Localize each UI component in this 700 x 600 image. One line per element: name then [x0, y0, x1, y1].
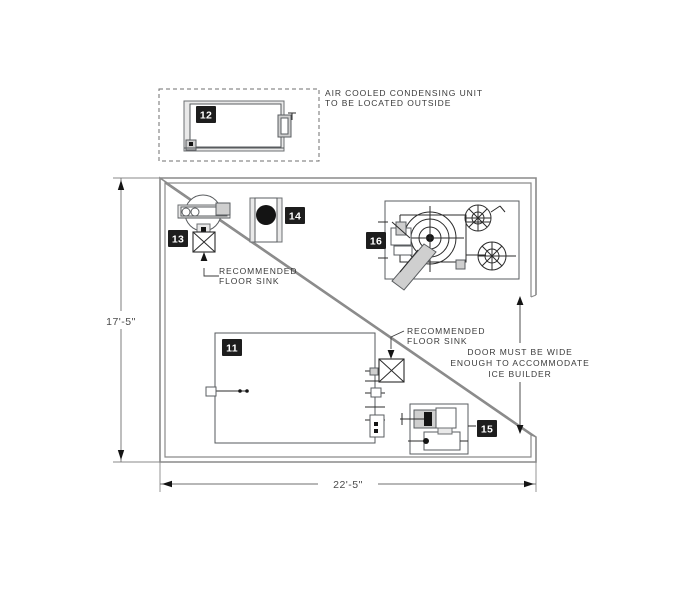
vertical-dim-arrow-bottom	[117, 450, 125, 460]
door-note-arrowhead-lower	[516, 425, 524, 434]
vertical-dim-label: 17'-5"	[106, 316, 136, 328]
condensing-unit-foot-bolt	[189, 142, 193, 146]
item-11-left-pipe-dot-a	[238, 389, 242, 393]
tag-16-label: 16	[370, 236, 382, 248]
item-15-pump-top	[437, 427, 453, 435]
vertical-dim-arrow-top	[117, 180, 125, 190]
item-16-valve-upper-pipe	[490, 205, 506, 213]
item-11-group: 11	[205, 332, 385, 444]
item-13-port-a	[181, 207, 191, 217]
tag-15-box	[477, 420, 497, 437]
vertical-dim-text-mask	[96, 311, 146, 329]
door-jamb-lower	[530, 434, 537, 438]
item-16-chute-centerline	[399, 249, 419, 273]
item-13-motor-block	[215, 202, 231, 216]
door-note-group: DOOR MUST BE WIDE ENOUGH TO ACCOMMODATE …	[450, 296, 589, 434]
item-11-right-fitting-1	[369, 367, 379, 376]
door-jamb-upper	[530, 294, 537, 298]
item-13-group: 13 RECOMMENDED FLOOR SINK	[168, 194, 297, 286]
door-note-line3: ICE BUILDER	[488, 369, 551, 379]
tag-13-box	[168, 230, 188, 247]
item-15-group: 15	[400, 403, 497, 455]
floor-sink-left-x	[192, 231, 216, 253]
item-16-upper-arm	[391, 221, 411, 239]
horizontal-dim-text-mask	[318, 475, 378, 493]
item-15-pump-hub	[423, 438, 429, 444]
condensing-unit-compressor-inner	[280, 117, 289, 135]
door-note-line2: ENOUGH TO ACCOMMODATE	[450, 358, 589, 368]
tag-16-box	[366, 232, 386, 249]
item-14-port	[256, 205, 276, 225]
item-16-valve-upper-spokes	[465, 205, 491, 231]
item-16-bottom-fitting	[455, 259, 466, 270]
horizontal-dim-label: 22'-5"	[333, 479, 363, 491]
item-11-right-box-bolt-b	[374, 429, 378, 433]
tag-14-box	[285, 207, 305, 224]
tag-13-label: 13	[172, 234, 184, 246]
vertical-dimension-group: 17'-5"	[96, 177, 160, 463]
tag-12-box	[196, 106, 216, 123]
door-note-line1: DOOR MUST BE WIDE	[467, 347, 572, 357]
item-15-pump-body	[423, 431, 461, 451]
item-11-right-flange	[370, 387, 382, 398]
item-15-motor-housing	[435, 407, 457, 429]
item-11-left-flange	[205, 386, 217, 397]
horizontal-dim-arrow-left	[162, 480, 172, 488]
floor-sink-left-leader	[203, 268, 219, 277]
tag-14-label: 14	[289, 211, 301, 223]
item-14-group: 14	[249, 197, 305, 243]
condensing-unit-note-line1: AIR COOLED CONDENSING UNIT	[325, 88, 483, 98]
tag-11-box	[222, 339, 242, 356]
tag-15-label: 15	[481, 424, 493, 436]
door-note-arrowhead-upper	[516, 296, 524, 305]
condensing-unit-group: 12 AIR COOLED CONDENSING UNIT TO BE LOCA…	[158, 88, 483, 162]
item-16-base-plate	[393, 245, 413, 256]
item-16-group: 16	[366, 200, 520, 291]
tag-11-label: 11	[226, 343, 238, 355]
item-13-port-b	[190, 207, 200, 217]
floor-sink-left-note-line1: RECOMMENDED	[219, 266, 297, 276]
floor-sink-center-leader	[390, 330, 405, 349]
floor-sink-left-arrowhead	[200, 252, 208, 261]
item-11-left-pipe-dot-b	[245, 389, 249, 393]
floor-sink-center-group: RECOMMENDED FLOOR SINK	[378, 326, 485, 383]
floor-sink-center-arrowhead	[387, 350, 395, 359]
horizontal-dimension-group: 22'-5"	[159, 462, 537, 493]
item-16-valve-lower-spokes	[478, 242, 506, 270]
floor-sink-center-x	[378, 358, 405, 383]
room-inner-wall	[164, 181, 532, 458]
tag-12-label: 12	[200, 110, 212, 122]
item-16-motor	[395, 221, 407, 236]
horizontal-dim-arrow-right	[524, 480, 534, 488]
item-15-coupling	[424, 412, 432, 426]
floor-sink-left-note-line2: FLOOR SINK	[219, 276, 279, 286]
item-11-right-box-bolt-a	[374, 422, 378, 426]
condensing-unit-note-line2: TO BE LOCATED OUTSIDE	[325, 98, 451, 108]
condensing-unit-dashed-boundary	[158, 88, 320, 162]
item-13-base-bolt	[201, 227, 206, 232]
floor-sink-center-note-line1: RECOMMENDED	[407, 326, 485, 336]
floor-sink-center-note-line2: FLOOR SINK	[407, 336, 467, 346]
